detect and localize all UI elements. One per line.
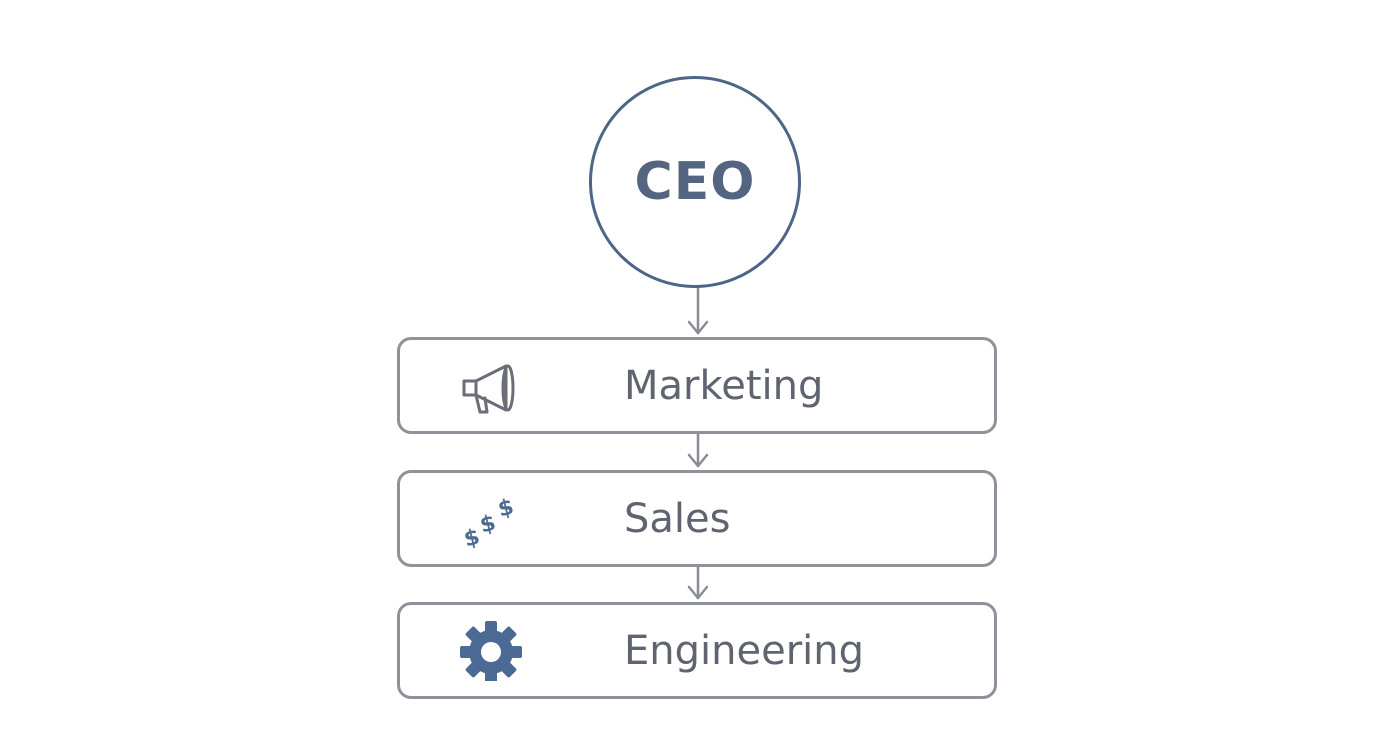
dollar-signs-icon: $ $ $ bbox=[456, 489, 528, 553]
connector-ceo-marketing bbox=[687, 286, 709, 335]
svg-text:$: $ bbox=[462, 525, 483, 549]
marketing-label: Marketing bbox=[624, 362, 824, 409]
svg-text:$: $ bbox=[496, 495, 517, 523]
marketing-node: Marketing bbox=[397, 337, 997, 434]
ceo-label: CEO bbox=[634, 152, 756, 212]
gear-icon bbox=[456, 621, 528, 683]
svg-text:$: $ bbox=[478, 511, 499, 539]
sales-node: $ $ $ Sales bbox=[397, 470, 997, 567]
megaphone-icon bbox=[456, 356, 528, 416]
ceo-node: CEO bbox=[589, 76, 801, 288]
connector-sales-engineering bbox=[687, 565, 709, 600]
engineering-label: Engineering bbox=[624, 627, 864, 674]
sales-label: Sales bbox=[624, 495, 731, 542]
engineering-node: Engineering bbox=[397, 602, 997, 699]
connector-marketing-sales bbox=[687, 432, 709, 468]
